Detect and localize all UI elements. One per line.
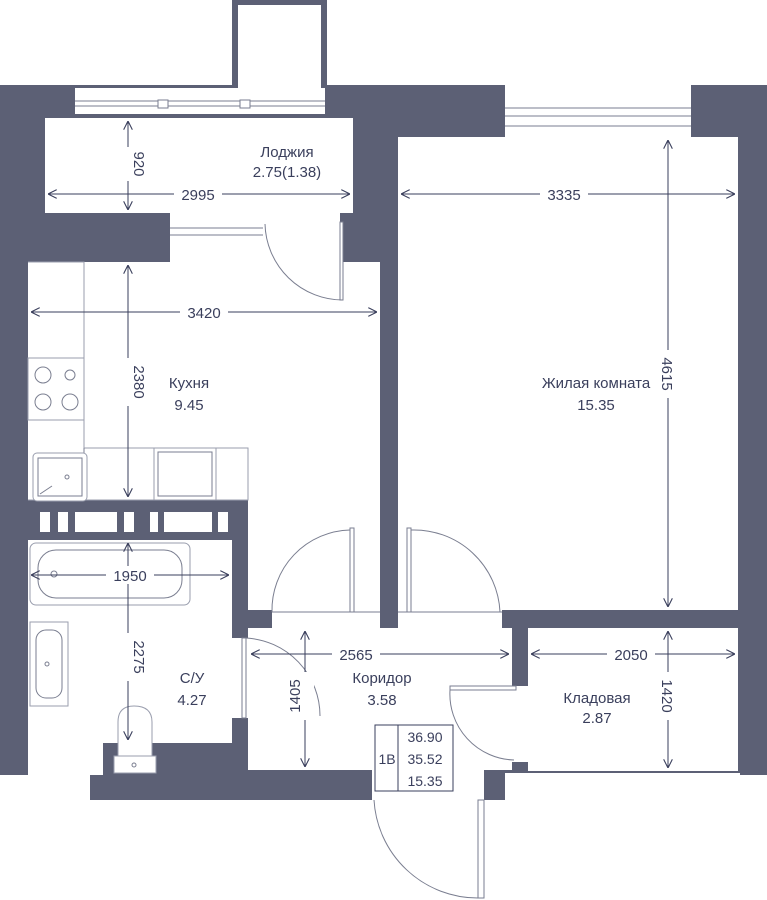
fridge-icon [153, 447, 217, 501]
dim-kitchen-width: 3420 [187, 305, 220, 322]
washbasin-icon [29, 621, 69, 707]
room-area-kitchen: 9.45 [174, 397, 203, 414]
apartment-type: 1В [378, 751, 395, 767]
room-area-living: 15.35 [577, 397, 615, 414]
dim-bath-depth: 2275 [130, 640, 147, 673]
room-labels: Лоджия 2.75(1.38) Кухня 9.45 Жилая комна… [169, 144, 651, 727]
dim-storage-width: 2050 [614, 647, 647, 664]
living-area: 15.35 [407, 773, 442, 789]
window-loggia [75, 88, 325, 114]
door-bathroom[interactable] [232, 637, 321, 719]
summary-table: 1В 36.90 35.52 15.35 [374, 724, 454, 792]
window-living [505, 85, 691, 137]
dim-storage-depth: 1420 [658, 679, 675, 712]
dim-loggia-depth: 920 [130, 151, 147, 176]
vent-blocks [40, 512, 228, 532]
dimension-labels: 2995 920 3335 4615 3420 2380 1950 2275 2… [106, 147, 677, 720]
loggia-frame-inner [238, 5, 321, 88]
dim-living-width: 3335 [547, 187, 580, 204]
room-area-loggia: 2.75(1.38) [253, 164, 321, 181]
room-area-corridor: 3.58 [367, 692, 396, 709]
room-name-corridor: Коридор [352, 670, 411, 687]
door-loggia[interactable] [263, 221, 344, 301]
dim-bath-width: 1950 [113, 568, 146, 585]
dim-corridor-width: 2565 [339, 647, 372, 664]
room-area-bathroom: 4.27 [177, 692, 206, 709]
dim-kitchen-depth: 2380 [130, 365, 147, 398]
total-area: 36.90 [407, 729, 442, 745]
stove-icon [27, 357, 85, 421]
walls [0, 85, 767, 800]
door-kitchen[interactable] [271, 527, 380, 632]
room-area-storage: 2.87 [582, 710, 611, 727]
room-name-storage: Кладовая [563, 690, 630, 707]
room-name-bathroom: С/У [180, 670, 205, 687]
dim-corridor-depth: 1405 [287, 679, 304, 712]
dim-loggia-width: 2995 [181, 187, 214, 204]
area-without-loggia: 35.52 [407, 751, 442, 767]
room-name-living: Жилая комната [542, 375, 651, 392]
door-living[interactable] [398, 527, 502, 632]
door-storage[interactable] [449, 685, 530, 762]
toilet-icon [113, 705, 157, 774]
kitchen-sink-icon [32, 452, 88, 502]
room-name-loggia: Лоджия [260, 144, 313, 161]
dim-living-depth: 4615 [658, 357, 675, 390]
room-name-kitchen: Кухня [169, 375, 209, 392]
